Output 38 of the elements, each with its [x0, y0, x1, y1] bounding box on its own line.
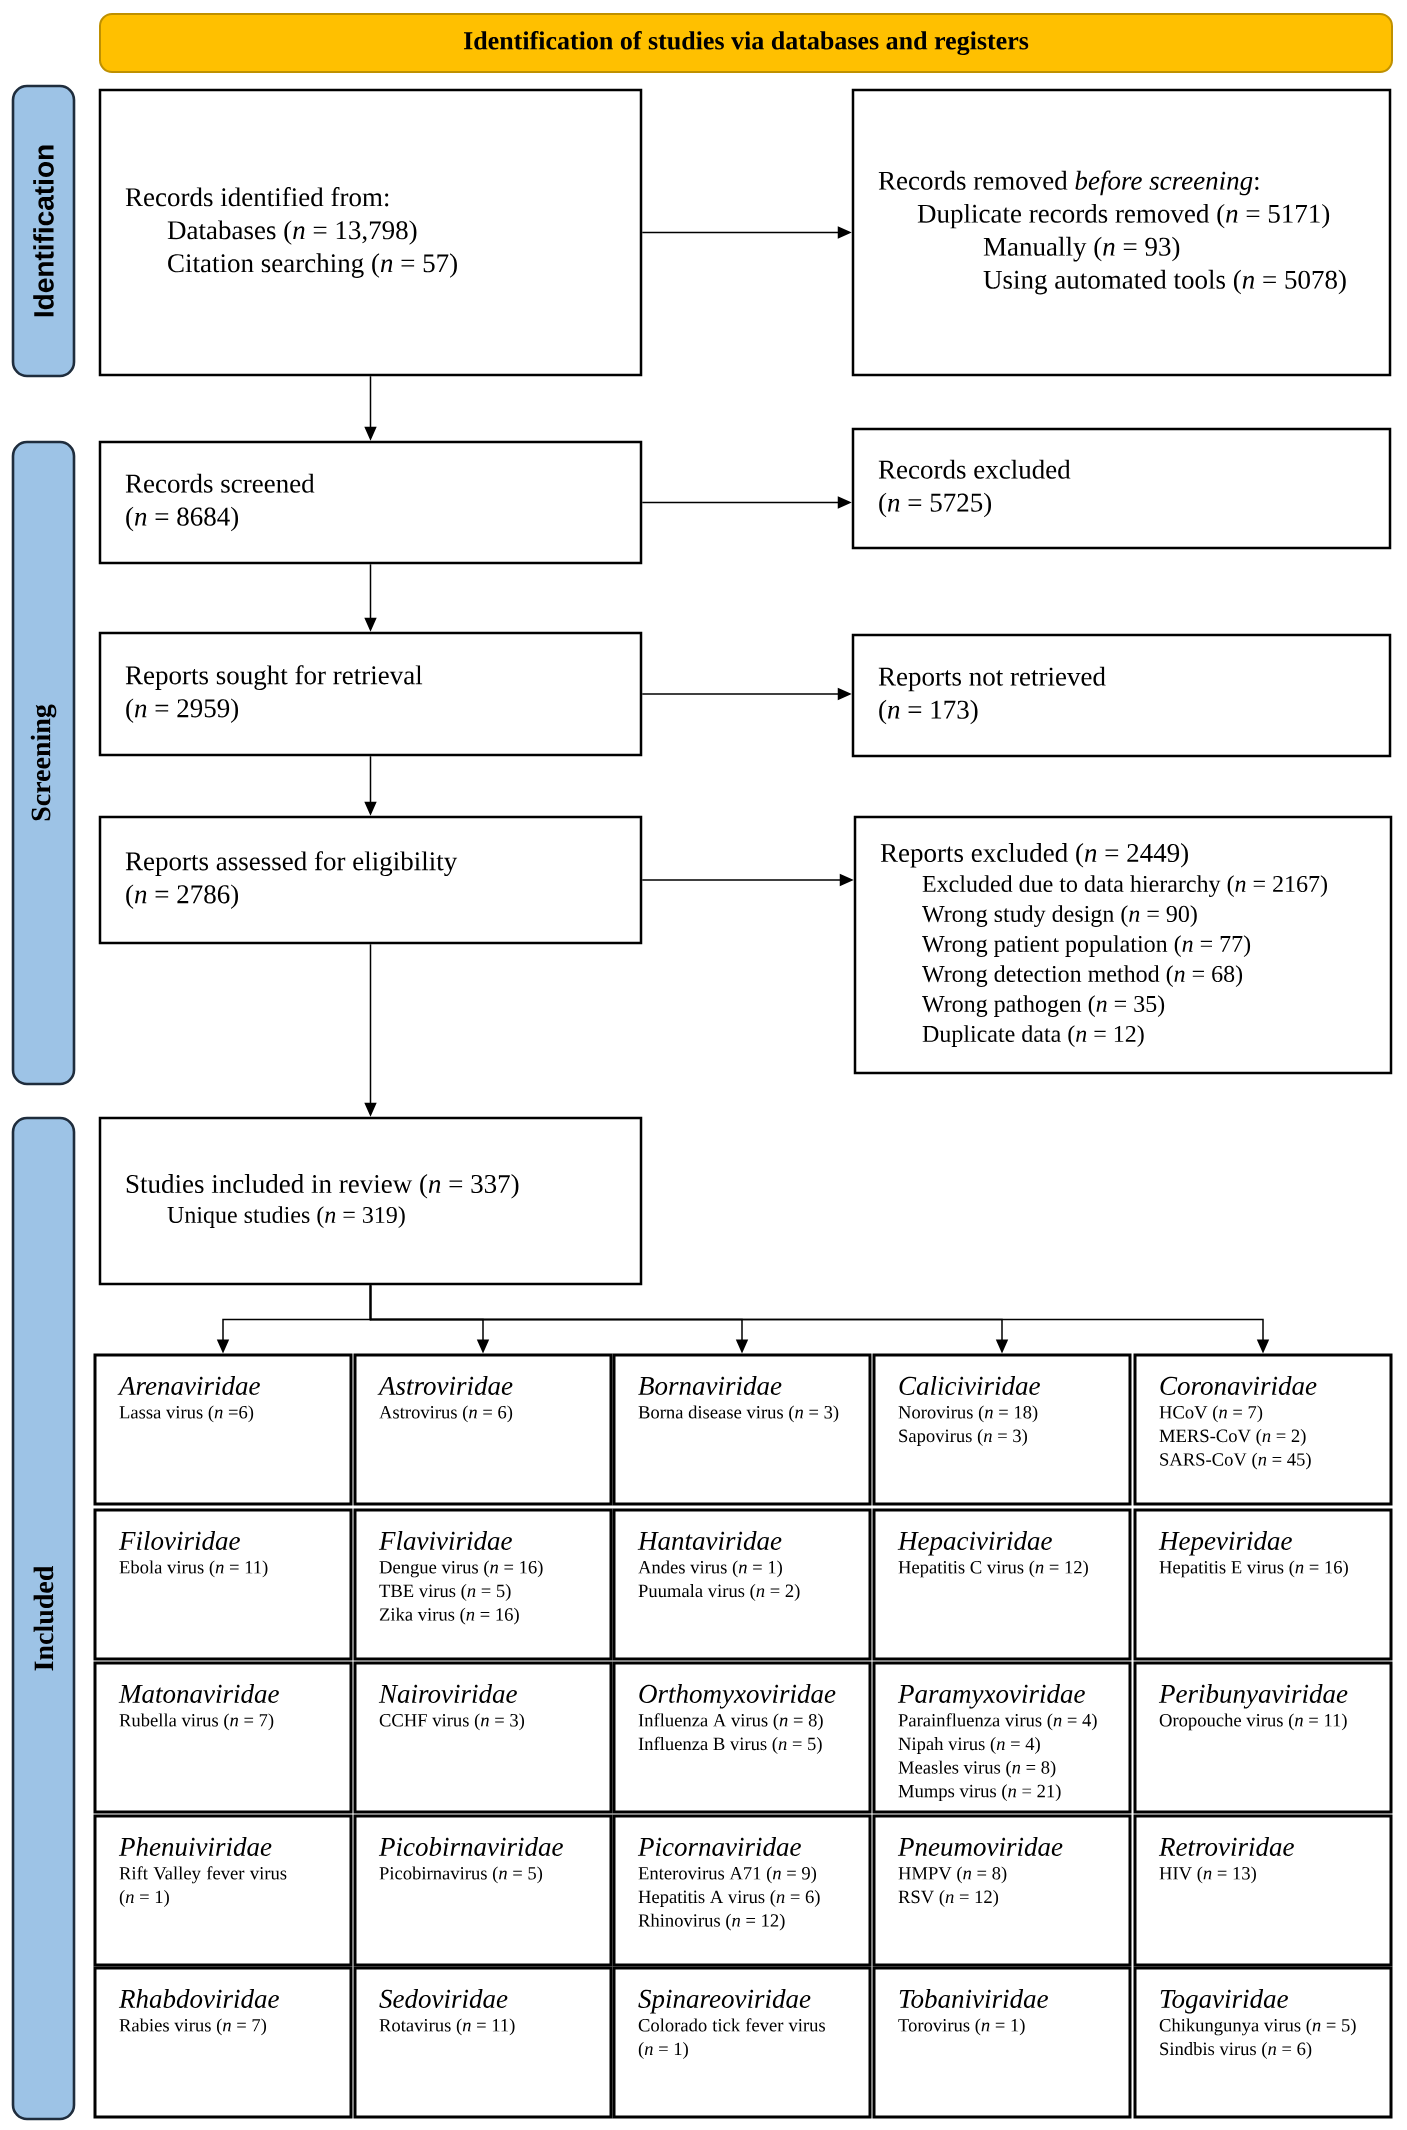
- family-box: Matonaviridae Rubella virus (n = 7): [93, 1661, 353, 1814]
- header-banner: Identification of studies via databases and registers: [99, 13, 1393, 73]
- family-box: Rhabdoviridae Rabies virus (n = 7): [93, 1966, 353, 2119]
- process-box: Records excluded (n = 5725): [851, 427, 1392, 550]
- process-box: Reports assessed for eligibility (n = 2786): [98, 815, 643, 945]
- family-box: Coronaviridae HCoV (n = 7) MERS-CoV (n = 2) SARS-CoV (n = 45): [1133, 1353, 1393, 1506]
- process-box: Records identified from: Databases (n = 13,798) Citation searching (n = 57): [98, 88, 643, 377]
- process-box: Reports sought for retrieval (n = 2959): [98, 631, 643, 757]
- family-box: Hepeviridae Hepatitis E virus (n = 16): [1133, 1508, 1393, 1661]
- family-box: Picobirnaviridae Picobirnavirus (n = 5): [353, 1814, 613, 1967]
- family-box: Filoviridae Ebola virus (n = 11): [93, 1508, 353, 1661]
- process-box: Reports excluded (n = 2449) Excluded due to data hierarchy (n = 2167) Wrong study design (n = 90) Wrong patient population (n = 77) Wrong detection method (n = 68) Wrong pathogen (n = 35) Duplicate data (n = 12): [853, 815, 1393, 1075]
- process-box: Studies included in review (n = 337) Unique studies (n = 319): [98, 1116, 643, 1286]
- process-box: Records screened (n = 8684): [98, 440, 643, 565]
- family-box: Pneumoviridae HMPV (n = 8) RSV (n = 12): [872, 1814, 1132, 1967]
- family-box: Spinareoviridae Colorado tick fever virus (n = 1): [612, 1966, 872, 2119]
- family-box: Astroviridae Astrovirus (n = 6): [353, 1353, 613, 1506]
- family-box: Retroviridae HIV (n = 13): [1133, 1814, 1393, 1967]
- process-box: Records removed before screening: Duplicate records removed (n = 5171) Manually (n = 93) Using automated tools (n = 5078): [851, 88, 1392, 377]
- family-box: Caliciviridae Norovirus (n = 18) Sapovirus (n = 3): [872, 1353, 1132, 1506]
- family-box: Arenaviridae Lassa virus (n =6): [93, 1353, 353, 1506]
- family-box: Tobaniviridae Torovirus (n = 1): [872, 1966, 1132, 2119]
- family-box: Picornaviridae Enterovirus A71 (n = 9) Hepatitis A virus (n = 6) Rhinovirus (n = 12): [612, 1814, 872, 1967]
- family-box: Phenuiviridae Rift Valley fever virus (n = 1): [93, 1814, 353, 1967]
- family-box: Hepaciviridae Hepatitis C virus (n = 12): [872, 1508, 1132, 1661]
- family-box: Sedoviridae Rotavirus (n = 11): [353, 1966, 613, 2119]
- family-box: Bornaviridae Borna disease virus (n = 3): [612, 1353, 872, 1506]
- stage-band: Screening: [11, 440, 76, 1086]
- family-box: Orthomyxoviridae Influenza A virus (n = 8) Influenza B virus (n = 5): [612, 1661, 872, 1814]
- family-box: Paramyxoviridae Parainfluenza virus (n = 4) Nipah virus (n = 4) Measles virus (n = 8) Mumps virus (n = 21): [872, 1661, 1132, 1814]
- stage-band: Identification: [11, 84, 76, 378]
- family-box: Flaviviridae Dengue virus (n = 16) TBE virus (n = 5) Zika virus (n = 16): [353, 1508, 613, 1661]
- process-box: Reports not retrieved (n = 173): [851, 633, 1392, 758]
- stage-band: Included: [11, 1116, 76, 2121]
- family-box: Togaviridae Chikungunya virus (n = 5) Sindbis virus (n = 6): [1133, 1966, 1393, 2119]
- family-box: Hantaviridae Andes virus (n = 1) Puumala virus (n = 2): [612, 1508, 872, 1661]
- family-box: Peribunyaviridae Oropouche virus (n = 11): [1133, 1661, 1393, 1814]
- family-box: Nairoviridae CCHF virus (n = 3): [353, 1661, 613, 1814]
